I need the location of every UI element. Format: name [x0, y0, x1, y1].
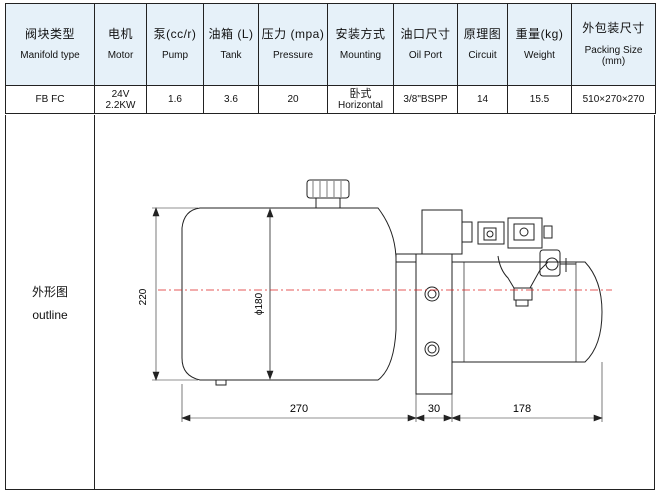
oil-port-upper: [424, 286, 440, 302]
oil-port-lower: [424, 341, 440, 357]
cell-weight: 15.5: [507, 85, 572, 114]
header-tank: 油箱 (L)Tank: [203, 3, 259, 86]
cell-pressure: 20: [258, 85, 328, 114]
dim-diameter-label: ϕ180: [254, 292, 265, 315]
header-weight: 重量(kg)Weight: [507, 3, 572, 86]
dim-height-label: 220: [138, 288, 149, 305]
motor-body: [451, 261, 603, 363]
outline-section: 外形图 outline: [5, 115, 655, 490]
cell-pump: 1.6: [146, 85, 204, 114]
cell-oil-port: 3/8"BSPP: [393, 85, 458, 114]
cell-circuit: 14: [457, 85, 508, 114]
dim-tank-length-label: 270: [290, 403, 308, 415]
dim-motor-length-label: 178: [513, 403, 531, 415]
outline-label: 外形图 outline: [6, 115, 95, 489]
tank-body: [181, 207, 397, 381]
dim-flange-label: 30: [428, 403, 440, 415]
solenoid-valve-2: [507, 217, 543, 249]
header-pump: 泵(cc/r)Pump: [146, 3, 204, 86]
cell-packing: 510×270×270: [571, 85, 656, 114]
manifold-block: [415, 253, 453, 395]
cell-manifold: FB FC: [5, 85, 95, 114]
solenoid-valve-1: [477, 221, 505, 245]
